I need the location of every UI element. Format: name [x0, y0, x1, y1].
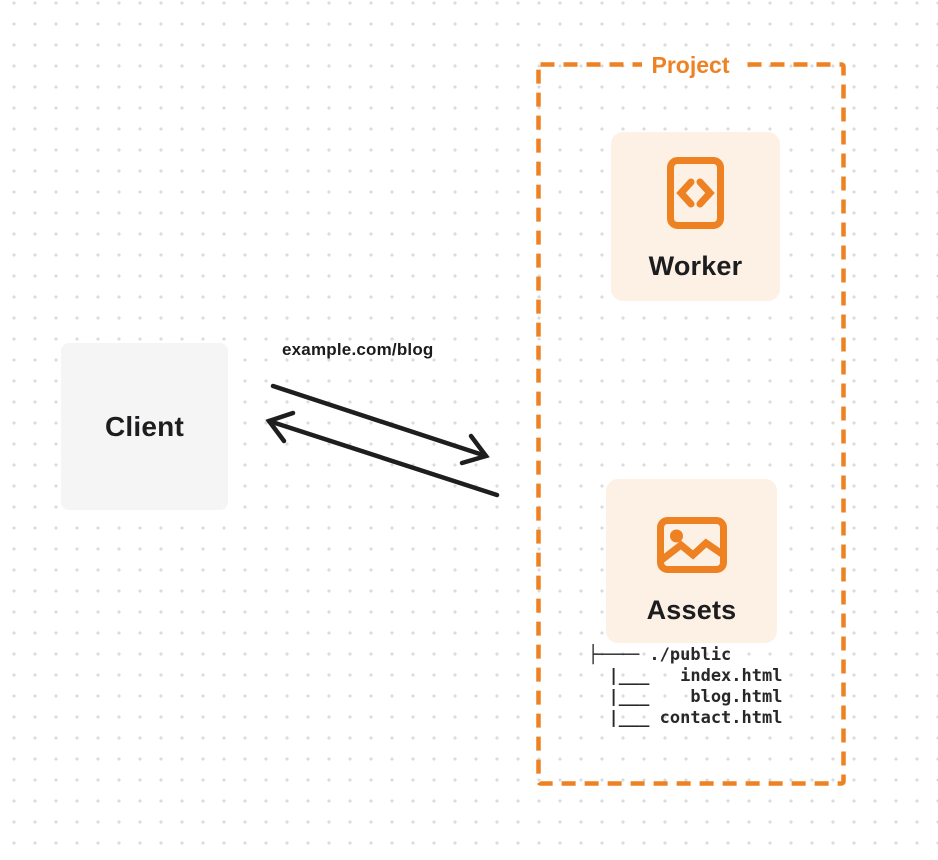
- code-icon: [667, 157, 724, 229]
- client-box: Client: [61, 343, 228, 510]
- tree-line-contact: |___ contact.html: [588, 708, 783, 728]
- request-url-label: example.com/blog: [282, 340, 434, 359]
- tree-line-public: ├──── ./public: [588, 645, 732, 665]
- response-arrow: [265, 410, 500, 498]
- assets-card: Assets: [606, 479, 777, 643]
- file-tree: ├──── ./public |___ index.html |___ blog…: [588, 645, 782, 729]
- project-label: Project: [538, 52, 843, 79]
- client-label: Client: [105, 410, 184, 442]
- assets-label: Assets: [646, 595, 737, 625]
- worker-card: Worker: [611, 132, 780, 301]
- image-icon: [656, 517, 727, 573]
- request-arrow: [270, 383, 490, 466]
- worker-label: Worker: [648, 251, 743, 281]
- tree-line-index: |___ index.html: [588, 666, 783, 686]
- tree-line-blog: |___ blog.html: [588, 687, 783, 707]
